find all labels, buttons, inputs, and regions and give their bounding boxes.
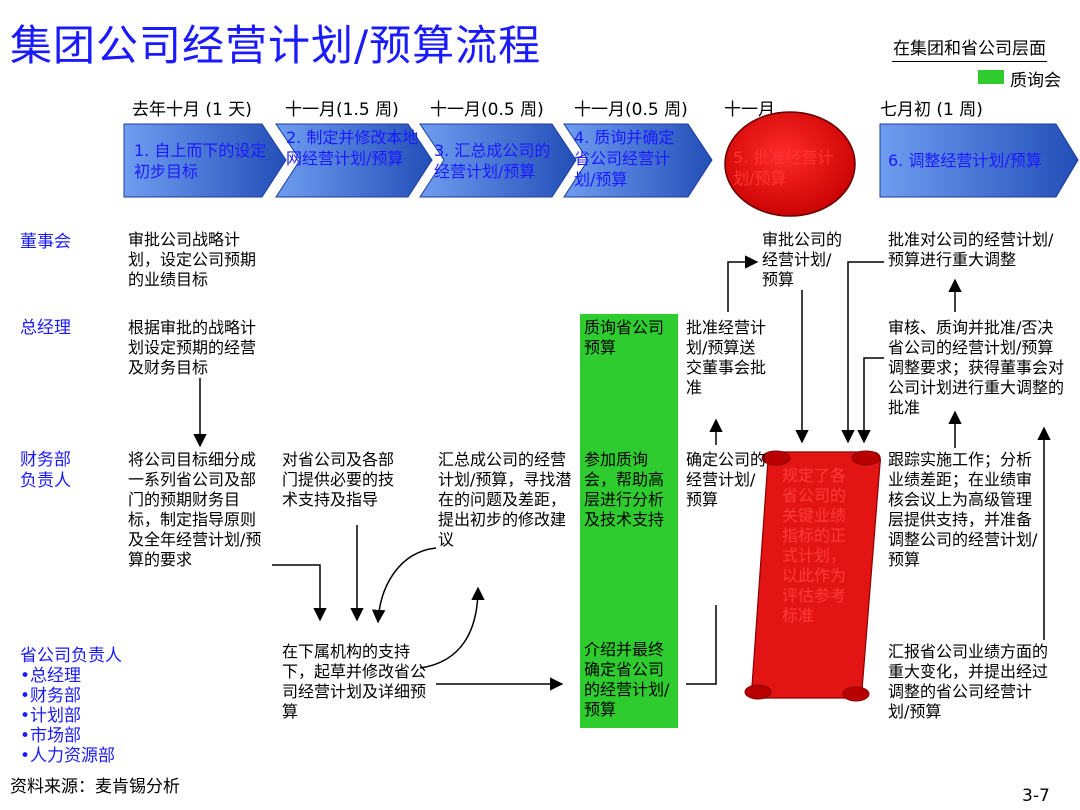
stage-1-label: 1. 自上而下的设定初步目标 [134,141,267,181]
scroll-text: 规定了各省公司的关键业绩指标的正式计划，以此作为评估参考标准 [782,466,847,625]
arrow-board6-to-scroll [841,261,884,444]
timeline-label-2: 十一月(1.5 周) [285,100,399,120]
cell-prov-6: 汇报省公司业绩方面的重大变化，并提出经过调整的省公司经营计划/预算 [888,642,1049,721]
arrow-gm6-to-scroll [857,357,884,444]
scroll-shape [744,450,881,702]
arrow-prov2-to-fin3 [419,586,485,669]
cell-fin-3: 汇总成公司的经营计划/预算，寻找潜在的问题及差距，提出初步的修改建议 [438,450,572,549]
timeline-label-5: 十一月 [724,100,775,120]
arrow-fin3-to-prov2 [371,547,437,624]
cell-board-6: 批准对公司的经营计划/预算进行重大调整 [888,230,1054,269]
cell-fin-1: 将公司目标细分成一系列省公司及部门的预期财务目标，制定指导原则及全年经营计划/预… [128,450,262,569]
arrow-fin1-to-prov2 [272,564,327,622]
cell-prov-2: 在下属机构的支持下，起草并修改省公司经营计划及详细预算 [282,642,427,721]
cell-fin-6: 跟踪实施工作；分析业绩差距；在业绩审核会议上为高级管理层提供支持，并准备调整公司… [888,450,1038,569]
cell-board-1: 审批公司战略计划，设定公司预期的业绩目标 [128,230,257,289]
cell-fin-2: 对省公司及各部门提供必要的技术支持及指导 [282,450,395,509]
arrow-prov4-to-fin5 [686,605,717,685]
row-label-gm: 总经理 [20,318,71,338]
cell-gm-6: 审核、质询并批准/否决省公司的经营计划/预算调整要求；获得董事会对公司计划进行重… [888,318,1065,417]
cell-fin-5: 确定公司的经营计划/预算 [686,450,767,509]
level-note: 在集团和省公司层面 [892,34,1047,62]
cell-prov-4: 介绍并最终确定省公司的经营计划/预算 [584,640,670,719]
cell-gm-1: 根据审批的战略计划设定预期的经营及财务目标 [128,318,257,377]
timeline-label-3: 十一月(0.5 周) [430,100,544,120]
source-note: 资料来源：麦肯锡分析 [10,777,180,797]
stage-5-ellipse [724,111,856,217]
stage-4-label: 4. 质询并确定省公司经营计划/预算 [574,128,675,189]
arrow-gm5-to-board5 [727,255,759,312]
stage-2-chevron [275,123,433,198]
green-block [580,314,678,728]
legend-label: 质询会 [1010,71,1061,91]
row-label-finance: 财务部 负责人 [20,450,71,491]
cell-fin-4: 参加质询会，帮助高层进行分析及技术支持 [584,450,665,529]
cell-gm-4: 质询省公司预算 [584,318,665,357]
stage-5-label: 5. 批准经营计划/预算 [733,148,834,188]
stage-3-label: 3. 汇总成公司的经营计划/预算 [434,141,551,181]
stage-4-chevron [563,123,713,198]
stage-1-chevron [123,123,287,198]
timeline-label-6: 七月初 (1 周) [880,100,983,120]
row-label-province: 省公司负责人 •总经理 •财务部 •计划部 •市场部 •人力资源部 [20,646,122,766]
stage-6-chevron [879,123,1079,198]
timeline-label-4: 十一月(0.5 周) [574,100,688,120]
page-number: 3-7 [1022,786,1050,806]
timeline-label-1: 去年十月 (1 天) [132,100,252,120]
page-title: 集团公司经营计划/预算流程 [10,21,542,70]
stage-3-chevron [419,123,577,198]
cell-gm-5: 批准经营计划/预算送交董事会批准 [686,318,767,397]
cell-board-5: 审批公司的经营计划/预算 [762,230,843,289]
row-label-board: 董事会 [20,232,71,252]
stage-2-label: 2. 制定并修改本地网经营计划/预算 [286,128,419,168]
stage-6-label: 6. 调整经营计划/预算 [888,151,1042,170]
legend-swatch [978,70,1004,84]
